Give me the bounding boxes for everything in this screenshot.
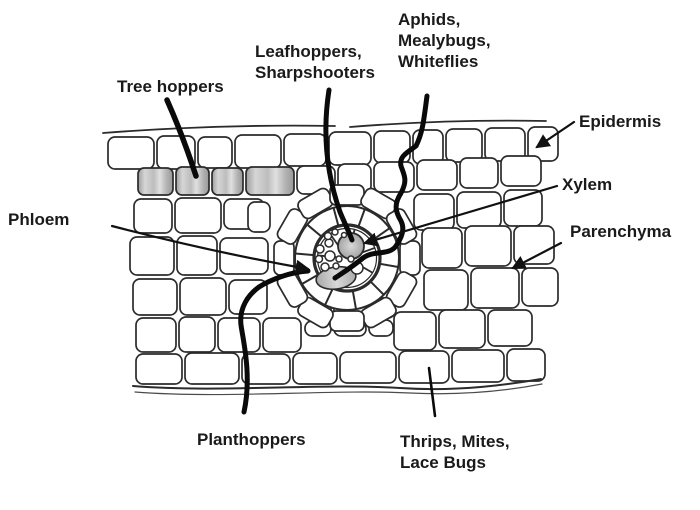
label-tree-hoppers: Tree hoppers [117,76,224,97]
label-tree-hoppers-text: Tree hoppers [117,77,224,96]
label-epidermis: Epidermis [579,111,661,132]
label-thrips-mites-lacebugs: Thrips, Mites, Lace Bugs [400,431,510,473]
vascular-bundle [294,205,400,311]
label-xylem: Xylem [562,174,612,195]
label-leafhoppers-sharpshooters: Leafhoppers, Sharpshooters [255,41,375,83]
insect-feeding-lines [164,87,437,418]
label-thrips-line2: Lace Bugs [400,453,486,472]
lower-epidermis-boundary [132,378,543,396]
label-aphids-line3: Whiteflies [398,52,479,71]
label-aphids-line2: Mealybugs, [398,31,491,50]
xylem-arrow [362,184,559,247]
label-aphids-mealybugs-whiteflies: Aphids, Mealybugs, Whiteflies [398,9,491,72]
label-parenchyma-text: Parenchyma [570,222,672,241]
label-leafhoppers-line1: Leafhoppers, [255,42,362,61]
epidermis-arrow [535,120,576,149]
tissue-cells [107,126,559,385]
label-phloem: Phloem [8,209,69,230]
thrips-line [427,366,437,418]
parenchyma-arrow [511,241,563,270]
label-phloem-text: Phloem [8,210,70,229]
label-pointer-arrows [110,120,576,274]
label-parenchyma: Parenchyma [570,221,671,242]
label-aphids-line1: Aphids, [398,10,461,29]
phloem-sieve-cells [314,228,364,275]
planthoppers-line [238,268,311,415]
aphids-line [332,93,430,281]
bundle-outer-walls [295,207,399,310]
label-epidermis-text: Epidermis [579,112,662,131]
label-planthoppers: Planthoppers [197,429,306,450]
shaded-cortex-cells [137,166,295,196]
label-leafhoppers-line2: Sharpshooters [255,63,375,82]
leafhoppers-line [323,87,355,243]
cuticle-lines [102,119,547,134]
tree-hoppers-line [164,97,199,179]
phloem-arrow [110,224,311,274]
label-xylem-text: Xylem [562,175,613,194]
label-thrips-line1: Thrips, Mites, [400,432,510,451]
label-planthoppers-text: Planthoppers [197,430,306,449]
